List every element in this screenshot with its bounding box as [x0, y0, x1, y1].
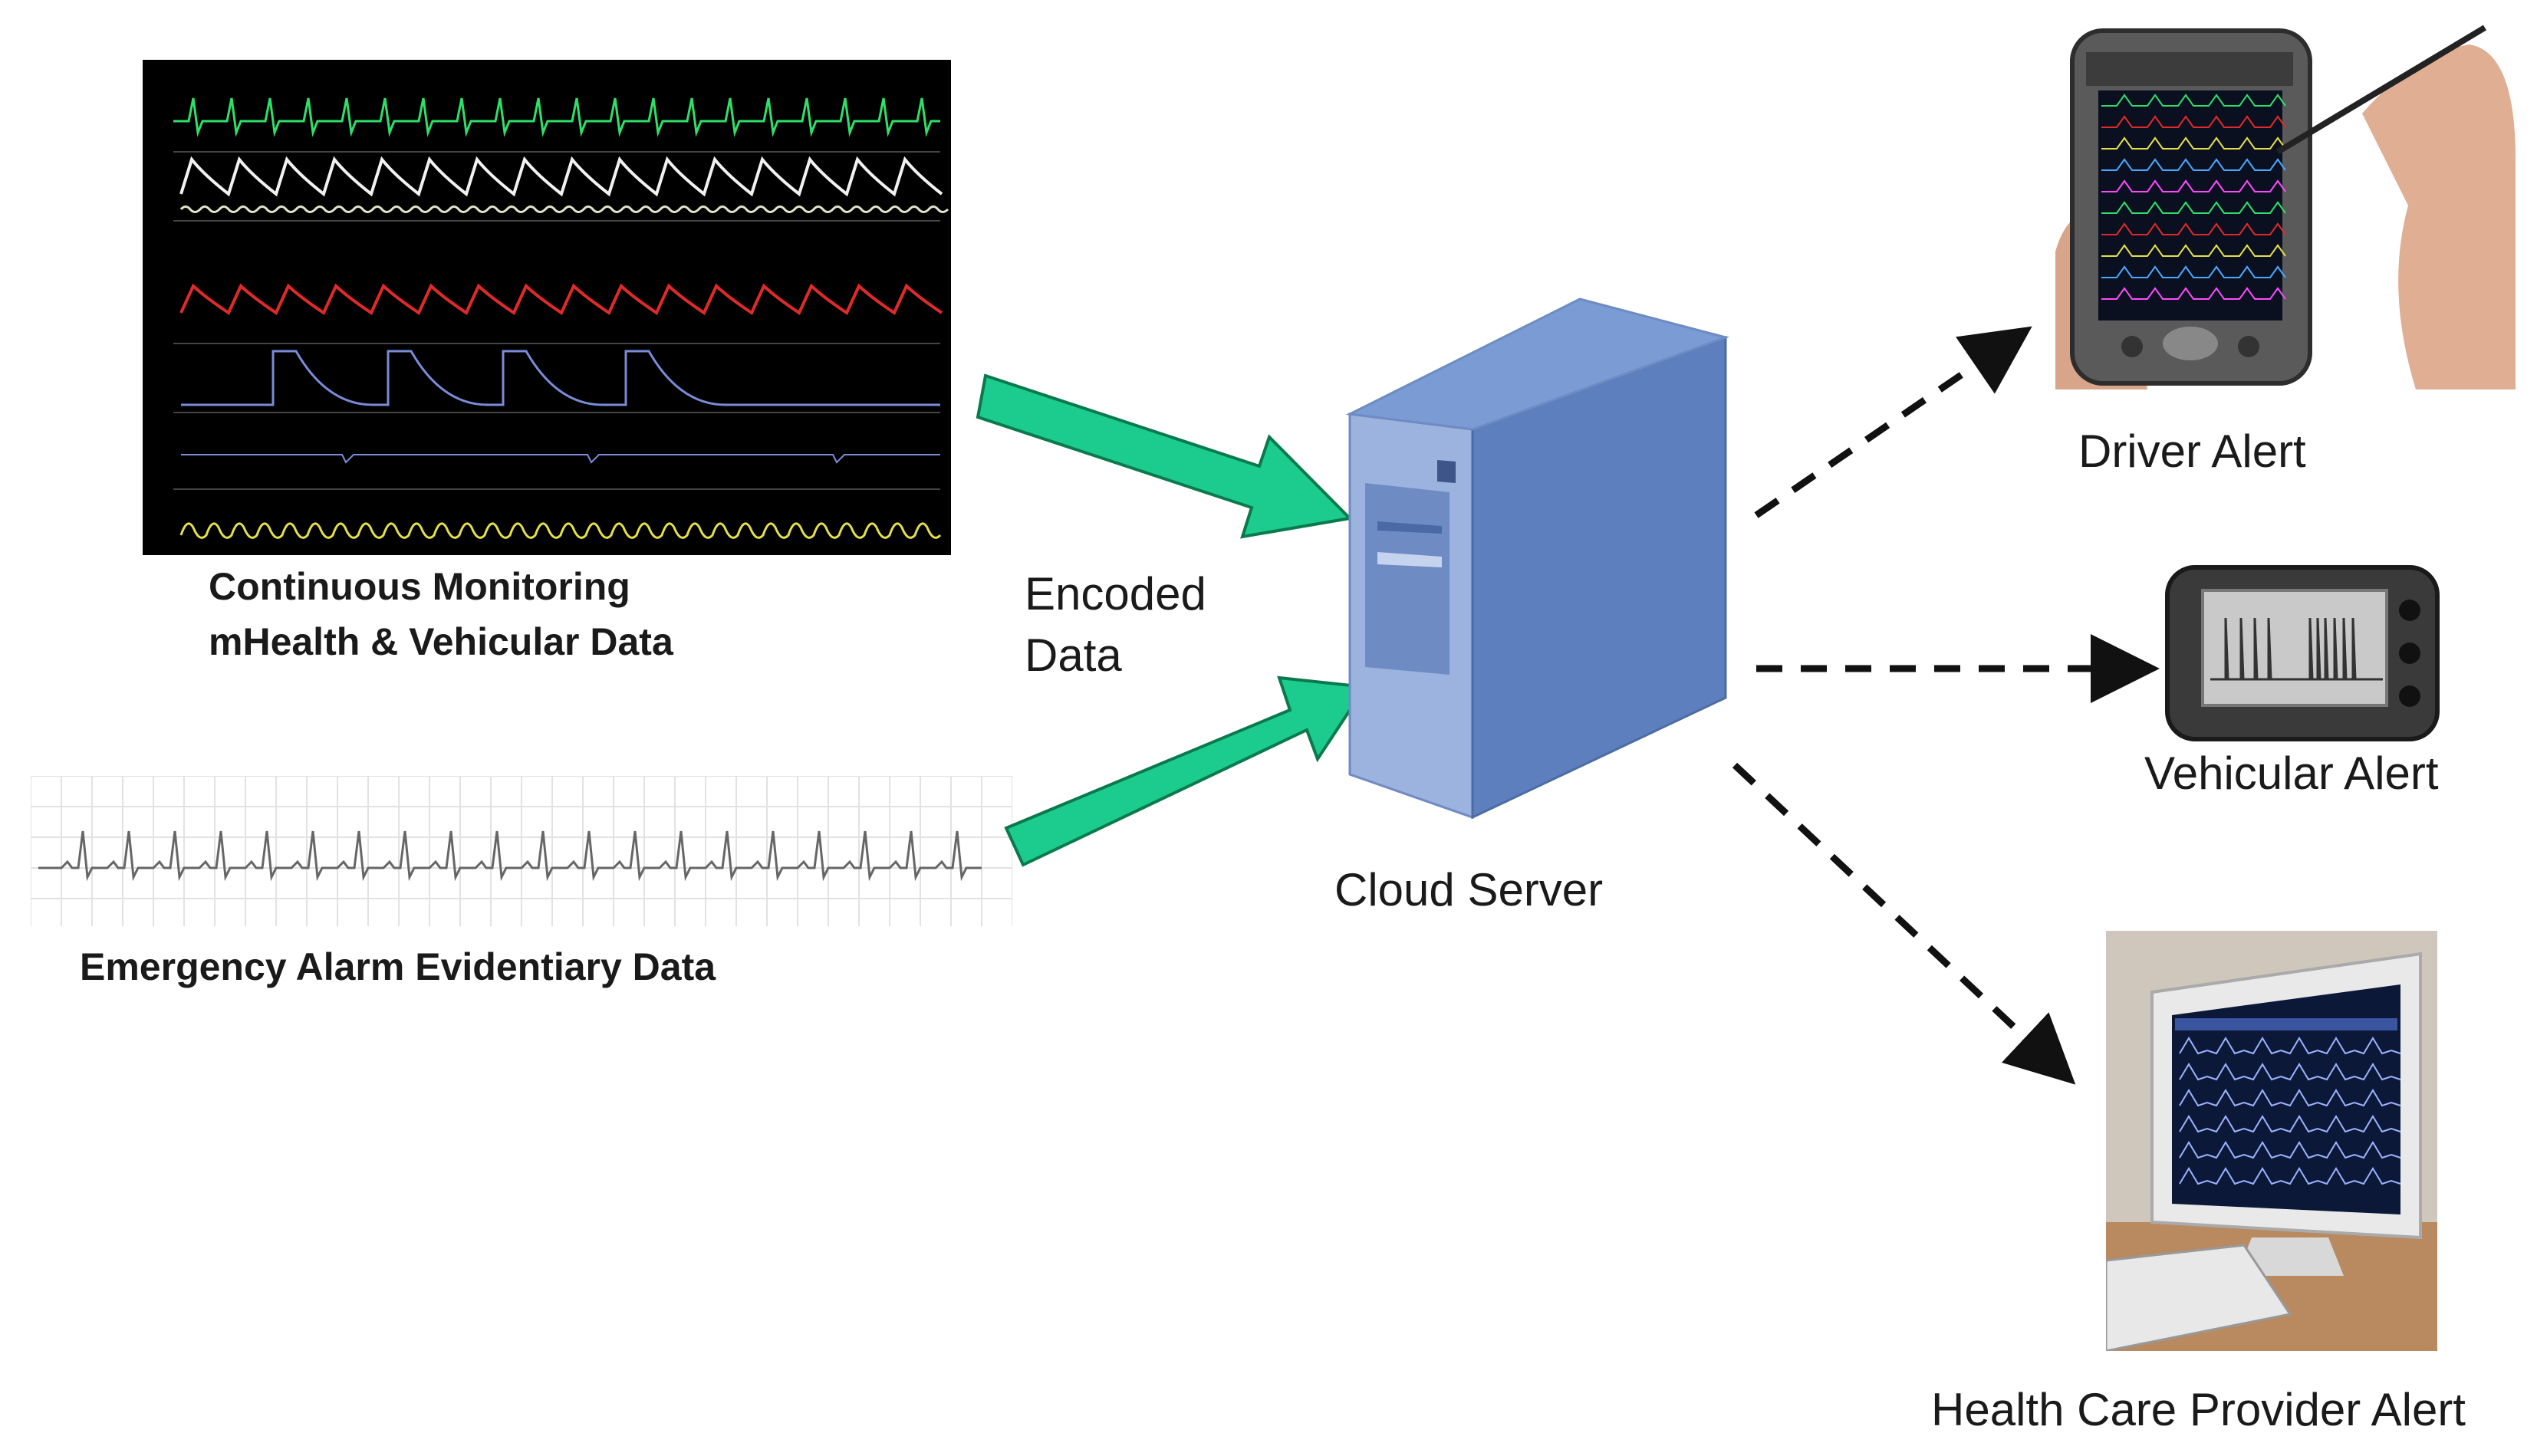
pda-screen-trace	[2101, 179, 2286, 192]
pda-screen-trace	[2101, 158, 2286, 171]
pc-screen-trace	[2179, 1063, 2401, 1081]
driver-alert-label: Driver Alert	[2078, 426, 2306, 477]
pda-screen-trace	[2101, 222, 2286, 235]
driver-alert-arrow	[1754, 326, 2032, 518]
encoded-label-line2: Data	[1025, 629, 1122, 681]
pc-screen-trace	[2179, 1167, 2401, 1185]
cloud-server-label: Cloud Server	[1334, 864, 1604, 915]
pda-screen-trace	[2101, 287, 2286, 300]
pc-screen-trace	[2179, 1115, 2401, 1133]
waveform-co2	[181, 350, 940, 406]
pda-screen-trace	[2101, 115, 2286, 128]
pc-screen-trace	[2179, 1089, 2401, 1107]
desktop-computer-icon	[2106, 931, 2437, 1351]
vehicular-alert-label: Vehicular Alert	[2144, 748, 2439, 799]
pc-screen-trace	[2179, 1141, 2401, 1159]
waveform-ecg	[173, 97, 940, 137]
pager-device-icon	[2164, 564, 2440, 742]
pda-handheld-icon	[2055, 21, 2516, 397]
monitoring-label-line1: Continuous Monitoring	[209, 565, 630, 608]
waveform-pressure	[179, 283, 943, 315]
encoded-data-arrow-upper	[976, 373, 1354, 539]
waveform-resp	[179, 205, 949, 213]
health-alert-label: Health Care Provider Alert	[1931, 1384, 2466, 1435]
encoded-label-line1: Encoded	[1025, 568, 1206, 620]
health-alert-arrow	[1732, 762, 2076, 1085]
pda-screen-trace	[2101, 244, 2286, 257]
pda-screen-trace	[2101, 94, 2286, 107]
pda-screen-trace	[2101, 136, 2286, 150]
ecg-trace	[38, 830, 982, 882]
emergency-label: Emergency Alarm Evidentiary Data	[80, 945, 716, 988]
pager-trace	[2210, 617, 2383, 681]
server-tower-icon	[1334, 291, 1733, 828]
waveform-spo2	[179, 522, 942, 539]
vital-signs-monitor-icon	[143, 60, 951, 555]
waveform-arterial	[179, 156, 943, 197]
encoded-data-arrow-lower	[1004, 675, 1368, 867]
pc-screen-trace	[2179, 1037, 2401, 1055]
pda-screen-trace	[2101, 201, 2286, 214]
pda-screen-trace	[2101, 265, 2286, 278]
monitoring-label-line2: mHealth & Vehicular Data	[209, 620, 673, 663]
waveform-flow	[181, 454, 940, 464]
ecg-strip-icon	[31, 776, 1012, 926]
